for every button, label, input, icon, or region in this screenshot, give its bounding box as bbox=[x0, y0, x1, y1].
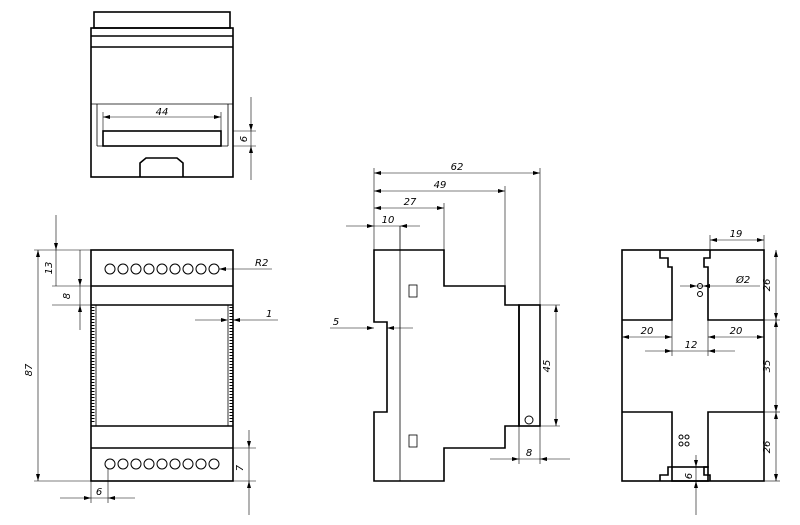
dim-diam2: Ø2 bbox=[735, 274, 750, 286]
side-view-din-clip bbox=[518, 304, 541, 427]
front-view: 87 13 8 R2 1 7 6 bbox=[24, 215, 278, 515]
dim-87: 87 bbox=[24, 363, 35, 376]
dim-6-front: 6 bbox=[96, 487, 102, 498]
dim-13: 13 bbox=[44, 262, 55, 275]
side-view-screw bbox=[524, 415, 534, 425]
side-view: 62 49 27 10 5 45 8 bbox=[330, 162, 570, 482]
dim-20-left: 20 bbox=[641, 326, 654, 337]
top-view-terminal-slot bbox=[102, 130, 222, 147]
dim-62: 62 bbox=[451, 162, 464, 173]
dim-1: 1 bbox=[266, 309, 272, 320]
dim-19: 19 bbox=[730, 229, 743, 240]
terminal-row-bottom bbox=[104, 458, 220, 470]
side-view-profile bbox=[373, 249, 520, 482]
dim-27: 27 bbox=[404, 197, 417, 208]
dim-6-back: 6 bbox=[684, 473, 695, 479]
dim-44: 44 bbox=[156, 107, 169, 118]
dim-20-right: 20 bbox=[730, 326, 743, 337]
dim-5: 5 bbox=[333, 317, 339, 328]
top-view: 44 6 bbox=[90, 11, 256, 180]
dim-26-bottom: 26 bbox=[762, 441, 773, 454]
front-view-body bbox=[90, 249, 234, 482]
dim-45: 45 bbox=[542, 360, 553, 373]
top-view-body bbox=[90, 27, 234, 178]
dim-8-front: 8 bbox=[62, 293, 73, 299]
back-view-top-cutout bbox=[622, 250, 673, 321]
dim-10: 10 bbox=[382, 215, 395, 226]
dim-49: 49 bbox=[434, 180, 447, 191]
dim-35: 35 bbox=[762, 360, 773, 373]
back-view: 19 Ø2 20 20 12 26 35 26 bbox=[621, 229, 780, 515]
dim-26-top: 26 bbox=[762, 279, 773, 292]
terminal-row-top bbox=[104, 263, 220, 275]
dim-6-top: 6 bbox=[239, 136, 250, 142]
dim-8-side: 8 bbox=[526, 448, 532, 459]
back-view-bottom-cutout bbox=[622, 411, 673, 481]
dim-r2: R2 bbox=[255, 258, 268, 269]
dim-7: 7 bbox=[235, 464, 246, 471]
top-view-rail-notch bbox=[139, 157, 184, 177]
top-view-cap bbox=[93, 11, 231, 29]
dim-12: 12 bbox=[685, 340, 698, 351]
back-view-bottom-slot bbox=[671, 466, 709, 482]
